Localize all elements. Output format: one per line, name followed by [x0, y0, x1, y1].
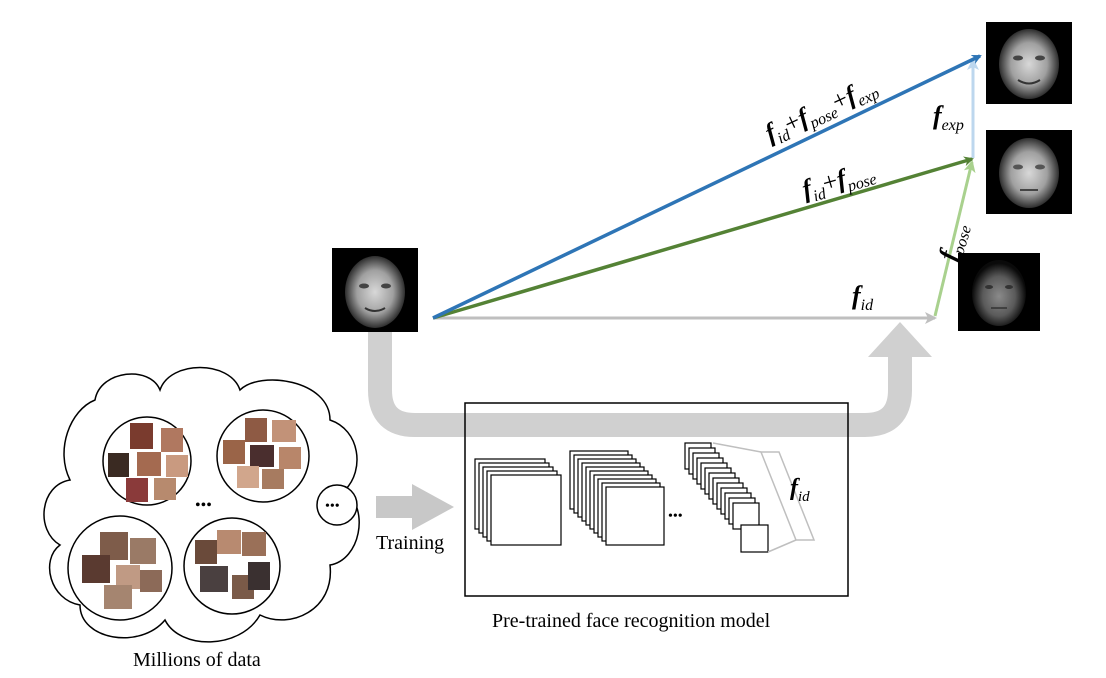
model-box — [464, 402, 849, 597]
svg-text:fid: fid — [790, 475, 810, 505]
face-thumbnails-group-4 — [195, 530, 270, 599]
output-face-pose-image — [986, 130, 1072, 214]
output-face-exp-image — [986, 22, 1072, 104]
svg-text:fid+fpose+fexp: fid+fpose+fexp — [760, 71, 882, 151]
arrow-f-pose — [933, 160, 976, 317]
model-caption: Pre-trained face recognition model — [492, 610, 771, 632]
arrow-f-id-plus-pose — [432, 156, 974, 320]
training-label: Training — [376, 532, 444, 554]
feature-vector-layer — [712, 442, 816, 553]
output-face-id-image — [958, 253, 1040, 331]
data-more-ellipsis: ••• — [325, 499, 340, 514]
conv-block-2 — [569, 450, 665, 546]
svg-text:fid: fid — [852, 281, 874, 314]
face-thumbnails-group-1 — [108, 423, 188, 502]
face-thumbnails-group-3 — [82, 532, 162, 609]
data-group-more — [316, 484, 358, 526]
training-flow-arrow — [368, 322, 932, 437]
svg-text:fexp: fexp — [933, 101, 964, 134]
data-groups-ellipsis: ••• — [195, 497, 212, 514]
training-arrow — [376, 484, 454, 530]
label-f-id-arrow: fid — [852, 281, 874, 314]
label-f-exp: fexp — [933, 101, 964, 134]
arrow-f-id-pose-exp — [432, 54, 982, 320]
face-thumbnails-group-2 — [223, 418, 301, 489]
layers-ellipsis: ••• — [668, 509, 683, 524]
label-f-id-model: fid — [790, 475, 810, 505]
conv-block-1 — [474, 458, 562, 546]
conv-block-3 — [684, 442, 769, 553]
data-caption: Millions of data — [133, 649, 261, 671]
label-f-id-pose-exp: fid+fpose+fexp — [760, 71, 882, 151]
input-face-image — [332, 248, 418, 332]
